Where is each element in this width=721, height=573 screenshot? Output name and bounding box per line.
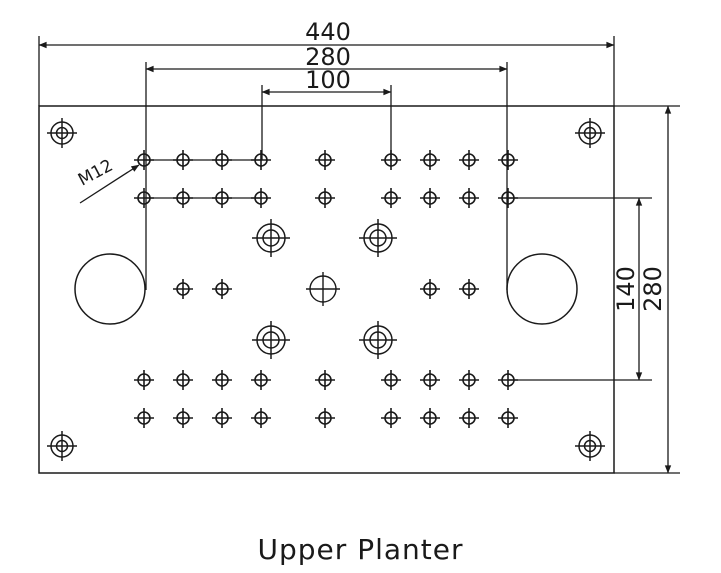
m12-bolt-hole (251, 370, 271, 390)
m12-bolt-hole (459, 370, 479, 390)
m12-bolt-hole (420, 279, 440, 299)
drawing-caption: Upper Planter (257, 533, 464, 566)
m12-bolt-hole (212, 408, 232, 428)
m12-bolt-hole (315, 370, 335, 390)
extension-lines (38, 36, 680, 474)
m12-bolt-hole (315, 150, 335, 170)
corner-mounting-hole (575, 431, 605, 461)
side-opening-right (506, 253, 578, 325)
dim-text-280-horizontal: 280 (305, 43, 351, 71)
m12-bolt-hole (420, 188, 440, 208)
m12-bolt-hole (381, 408, 401, 428)
m12-bolt-hole (498, 150, 518, 170)
corner-mounting-hole (47, 118, 77, 148)
dim-text-140: 140 (612, 266, 640, 312)
guide-bush (252, 321, 290, 359)
dim-text-440: 440 (305, 18, 351, 46)
guide-bush-group (252, 219, 397, 359)
m12-bolt-hole (134, 408, 154, 428)
corner-mounting-hole (575, 118, 605, 148)
m12-bolt-hole-group (134, 150, 518, 428)
m12-bolt-hole (251, 408, 271, 428)
m12-bolt-hole (134, 188, 154, 208)
m12-bolt-hole (173, 408, 193, 428)
m12-bolt-hole (212, 279, 232, 299)
m12-bolt-hole (173, 150, 193, 170)
guide-bush (252, 219, 290, 257)
guide-bush (359, 219, 397, 257)
m12-bolt-hole (381, 150, 401, 170)
side-opening-left (74, 253, 146, 325)
center-locating-hole (306, 272, 340, 306)
m12-bolt-hole (134, 370, 154, 390)
dim-text-280-vertical: 280 (639, 266, 667, 312)
m12-bolt-hole (251, 188, 271, 208)
m12-bolt-hole (212, 150, 232, 170)
m12-bolt-hole (420, 408, 440, 428)
m12-bolt-hole (212, 188, 232, 208)
m12-callout: M12 (75, 156, 140, 204)
m12-bolt-hole (173, 279, 193, 299)
m12-bolt-hole (459, 150, 479, 170)
m12-bolt-hole (459, 408, 479, 428)
m12-bolt-hole (459, 279, 479, 299)
m12-bolt-hole (315, 408, 335, 428)
corner-mounting-hole (47, 431, 77, 461)
m12-bolt-hole (251, 150, 271, 170)
corner-hole-group (47, 118, 605, 461)
m12-bolt-hole (459, 188, 479, 208)
m12-bolt-hole (381, 188, 401, 208)
m12-bolt-hole (134, 150, 154, 170)
plate-outline (38, 105, 615, 474)
m12-bolt-hole (498, 370, 518, 390)
m12-bolt-hole (381, 370, 401, 390)
dim-text-100: 100 (305, 66, 351, 94)
guide-bush (359, 321, 397, 359)
m12-bolt-hole (420, 370, 440, 390)
m12-bolt-hole (315, 188, 335, 208)
m12-bolt-hole (498, 188, 518, 208)
svg-text:M12: M12 (75, 156, 116, 191)
m12-bolt-hole (212, 370, 232, 390)
m12-bolt-hole (420, 150, 440, 170)
m12-bolt-hole (173, 188, 193, 208)
m12-bolt-hole (173, 370, 193, 390)
m12-bolt-hole (498, 408, 518, 428)
